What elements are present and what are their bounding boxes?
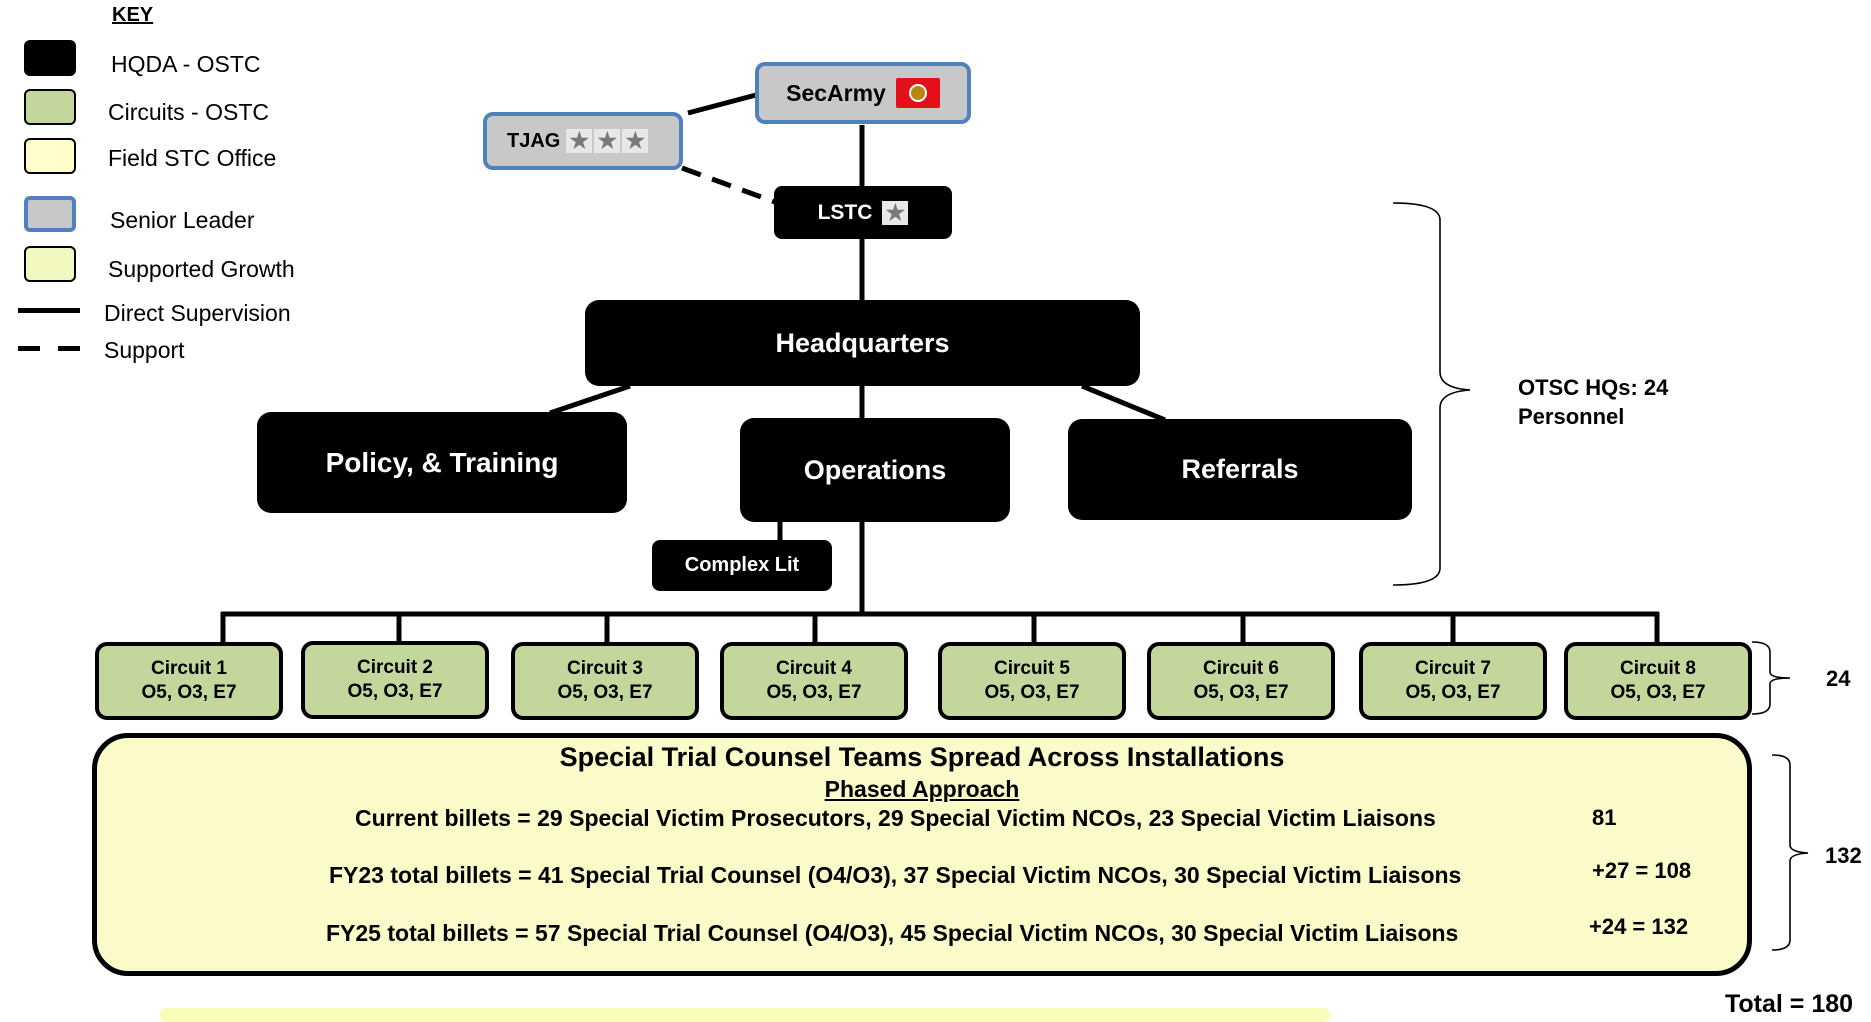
- key-label-senior: Senior Leader: [110, 207, 255, 233]
- star-icon: ★: [594, 129, 621, 153]
- key-label-support: Support: [104, 337, 185, 363]
- key-swatch-hqda: [24, 40, 76, 76]
- key-swatch-field: [24, 138, 76, 174]
- key-title: KEY: [112, 4, 154, 26]
- key-dash-b: [58, 346, 80, 351]
- teams-row-current: Current billets = 29 Special Victim Pros…: [355, 805, 1436, 831]
- operations-label: Operations: [803, 454, 947, 485]
- teams-total-label: 132: [1825, 843, 1862, 868]
- tjag-label: TJAG: [507, 129, 561, 152]
- teams-row-fy23: FY23 total billets = 41 Special Trial Co…: [329, 862, 1462, 888]
- complex-lit-box: Complex Lit: [652, 540, 832, 591]
- star-icon: ★: [882, 200, 909, 225]
- complex-lit-label: Complex Lit: [684, 554, 800, 576]
- tjag-box: TJAG ★★★: [483, 112, 683, 170]
- army-flag-icon: [895, 78, 940, 108]
- hq-total-label: OTSC HQs: 24 Personnel: [1518, 375, 1669, 429]
- lstc-box: LSTC ★: [774, 186, 952, 239]
- referrals-box: Referrals: [1068, 419, 1412, 520]
- grand-total-label: Total = 180: [1725, 990, 1854, 1018]
- circuits-total-label: 24: [1826, 666, 1851, 691]
- referrals-label: Referrals: [1181, 454, 1299, 484]
- key-label-direct: Direct Supervision: [104, 300, 291, 326]
- teams-count-fy23: +27 = 108: [1592, 858, 1692, 883]
- key-dash-a: [18, 346, 40, 351]
- key-swatch-circuits: [24, 89, 76, 125]
- operations-box: Operations: [740, 418, 1010, 522]
- headquarters-box: Headquarters: [585, 300, 1140, 386]
- teams-subtitle: Phased Approach: [824, 776, 1020, 802]
- secarmy-label: SecArmy: [786, 79, 886, 106]
- key-label-hqda: HQDA - OSTC: [111, 51, 261, 77]
- teams-title: Special Trial Counsel Teams Spread Acros…: [559, 742, 1285, 772]
- key-swatch-growth: [24, 246, 76, 282]
- key-solid-line: [18, 308, 80, 313]
- key-label-growth: Supported Growth: [108, 256, 295, 282]
- headquarters-label: Headquarters: [775, 327, 950, 358]
- secarmy-box: SecArmy: [755, 62, 971, 124]
- star-icon: ★: [622, 129, 649, 153]
- key-label-field: Field STC Office: [108, 145, 277, 171]
- teams-count-fy25: +24 = 132: [1589, 914, 1689, 939]
- special-trial-counsel-panel: [92, 733, 1752, 976]
- key-swatch-senior: [24, 196, 76, 232]
- teams-count-current: 81: [1592, 805, 1617, 830]
- highlight-strip: [160, 1008, 1330, 1022]
- policy-training-box: Policy, & Training: [257, 412, 627, 513]
- key-label-circuits: Circuits - OSTC: [108, 99, 269, 125]
- star-icon: ★: [566, 129, 593, 153]
- teams-row-fy25: FY25 total billets = 57 Special Trial Co…: [326, 920, 1459, 946]
- policy-training-label: Policy, & Training: [325, 446, 559, 478]
- lstc-label: LSTC: [817, 200, 873, 224]
